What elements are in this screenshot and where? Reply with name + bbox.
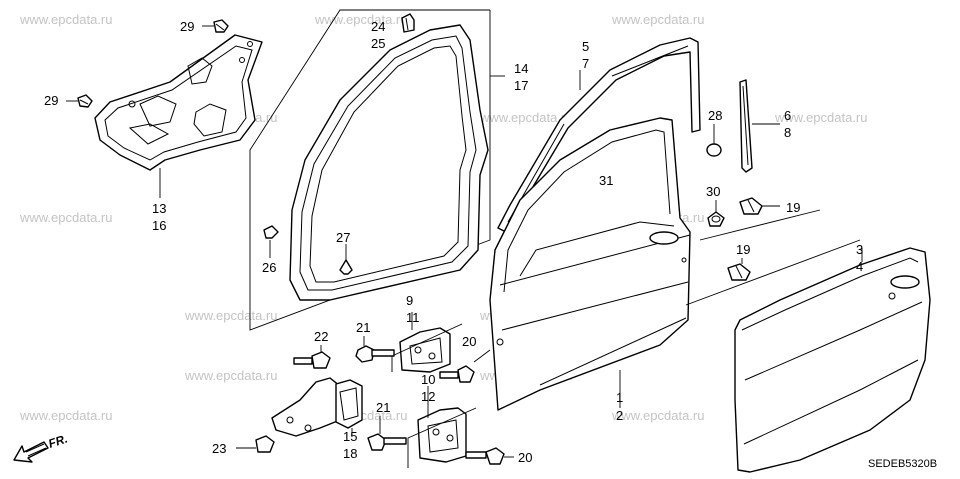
front-direction-arrow: FR. (13, 432, 70, 463)
callout-12: 12 (421, 389, 435, 404)
bumper-19-lower (727, 258, 751, 281)
watermark-text: www.epcdata.ru (184, 368, 278, 383)
grommet-29-lower (66, 94, 93, 108)
callout-30: 30 (706, 184, 720, 199)
watermark-text: www.epcdata.ru (611, 408, 705, 423)
callout-2: 2 (616, 408, 623, 423)
opening-weatherstrip (249, 9, 505, 331)
callout-10: 10 (421, 372, 435, 387)
clip-27 (339, 244, 353, 275)
callout-18: 18 (343, 446, 357, 461)
callout-14: 14 (514, 61, 528, 76)
upper-hinge (391, 312, 463, 373)
watermark-text: www.epcdata.ru (611, 12, 705, 27)
callout-20: 20 (462, 334, 476, 349)
watermark-text: www.epcdata.ru (479, 110, 573, 125)
bolt-22 (293, 345, 331, 369)
callout-4: 4 (856, 259, 863, 274)
clip-26 (263, 225, 279, 258)
callout-17: 17 (514, 78, 528, 93)
callout-24: 24 (371, 19, 385, 34)
plug-28 (706, 124, 722, 157)
callout-3: 3 (856, 242, 863, 257)
bolt-20-upper (439, 349, 491, 383)
callout-22: 22 (314, 329, 328, 344)
callout-25: 25 (371, 36, 385, 51)
door-outer-skin (734, 247, 931, 473)
grommet-30 (707, 200, 725, 227)
callout-7: 7 (582, 56, 589, 71)
callout-26: 26 (262, 260, 276, 275)
callout-6: 6 (784, 108, 791, 123)
door-checker (271, 377, 363, 437)
bolt-20-lower (465, 447, 514, 465)
callout-1: 1 (616, 390, 623, 405)
diagram-code: SEDEB5320B (868, 458, 937, 470)
door-hole-seal (94, 34, 263, 198)
callout-31: 31 (599, 173, 613, 188)
callout-21: 21 (356, 320, 370, 335)
callout-29: 29 (180, 19, 194, 34)
bolt-21-upper (355, 336, 395, 363)
callout-23: 23 (212, 441, 226, 456)
bolt-21-lower (367, 416, 407, 451)
callout-11: 11 (406, 310, 420, 325)
lower-hinge (407, 386, 477, 468)
direction-label: FR. (47, 432, 70, 451)
watermark-text: www.epcdata.ru (184, 308, 278, 323)
front-door-panel (489, 117, 861, 411)
watermark-text: www.epcdata.ru (314, 12, 408, 27)
clip-24-25 (401, 13, 415, 33)
callout-29: 29 (44, 93, 58, 108)
watermark-text: www.epcdata.ru (774, 110, 868, 125)
callout-8: 8 (784, 125, 791, 140)
callout-layer: 29 29 13 16 24 25 14 17 26 27 5 7 28 6 8… (44, 19, 863, 465)
callout-27: 27 (336, 230, 350, 245)
callout-28: 28 (708, 108, 722, 123)
grommet-29-upper (202, 19, 229, 33)
watermark-text: www.epcdata.ru (19, 408, 113, 423)
bumper-19-upper (739, 197, 780, 215)
callout-16: 16 (152, 218, 166, 233)
bolt-23 (236, 435, 275, 453)
callout-21: 21 (376, 400, 390, 415)
callout-19: 19 (736, 242, 750, 257)
callout-15: 15 (343, 429, 357, 444)
callout-19: 19 (786, 200, 800, 215)
callout-20: 20 (518, 450, 532, 465)
callout-13: 13 (152, 201, 166, 216)
sash-garnish (739, 79, 780, 173)
watermark-text: www.epcdata.ru (19, 210, 113, 225)
callout-5: 5 (582, 39, 589, 54)
watermark-text: www.epcdata.ru (19, 12, 113, 27)
callout-9: 9 (406, 293, 413, 308)
